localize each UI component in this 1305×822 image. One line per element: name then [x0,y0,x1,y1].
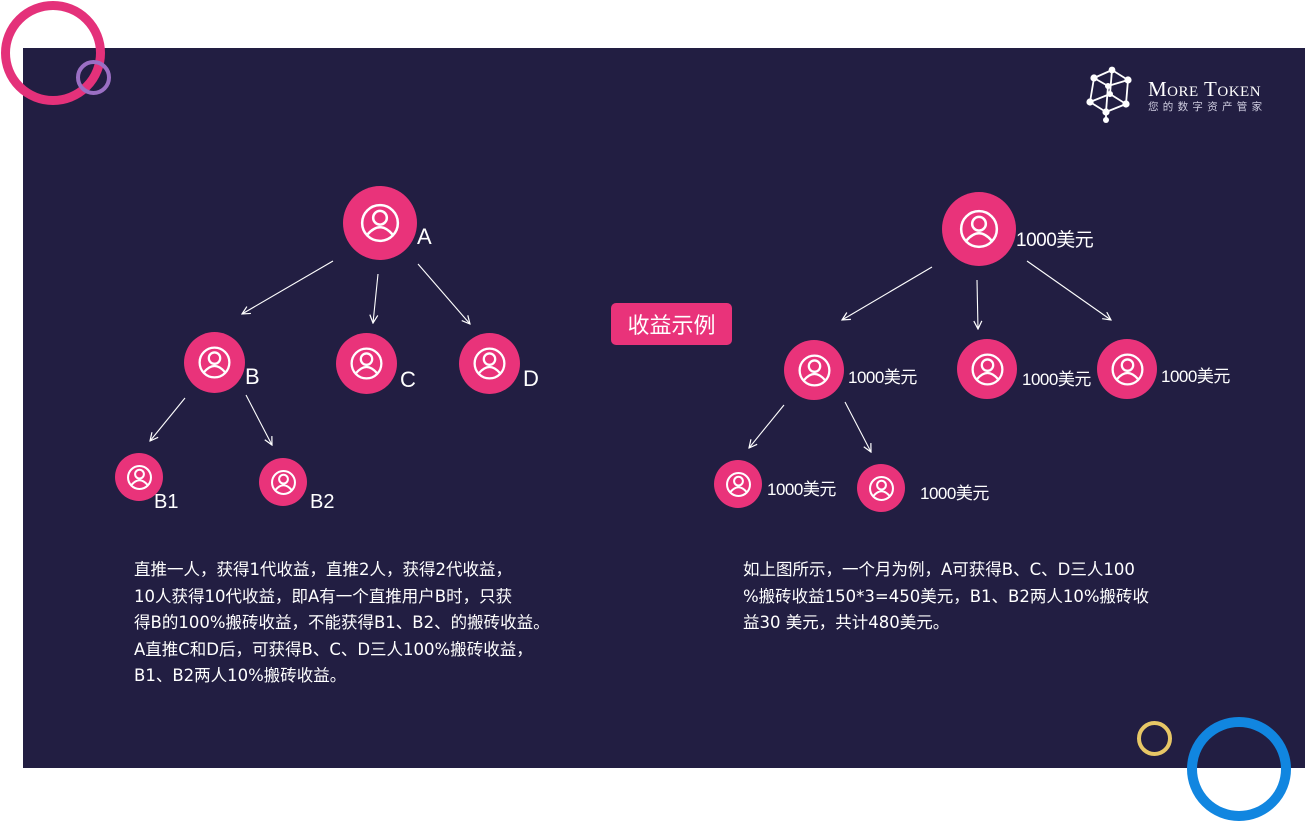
left-description-line: A直推C和D后，可获得B、C、D三人100%搬砖收益， [134,639,533,659]
user-circle-icon [868,475,894,501]
arrow-a-d [417,263,470,324]
right-description-line: %搬砖收益150*3=450美元，B1、B2两人10%搬砖收 [743,586,1150,606]
user-circle-icon [970,352,1004,386]
blue-ring-decoration [1187,717,1291,821]
node-root-right-amount: 1000美元 [1016,230,1094,251]
right-description: 如上图所示，一个月为例，A可获得B、C、D三人100 %搬砖收益150*3=45… [743,557,1149,637]
arrow-b-b1-right [749,404,785,448]
user-circle-icon [797,353,831,387]
node-c-right-amount: 1000美元 [1022,370,1091,389]
node-c-label: C [400,367,416,392]
user-circle-icon [126,464,152,490]
user-circle-icon [350,347,383,380]
node-b2 [259,458,307,506]
node-b-right-amount: 1000美元 [848,368,917,387]
node-b2-label: B2 [310,491,335,513]
user-circle-icon [959,209,999,249]
user-circle-icon [360,203,400,243]
node-b [184,332,245,393]
node-a [343,186,417,260]
node-b1 [115,453,163,501]
arrow-root-c [977,279,978,329]
arrow-a-c [373,273,379,323]
left-description-line: 得B的100%搬砖收益，不能获得B1、B2、的搬砖收益。 [134,613,550,632]
user-circle-icon [270,469,296,495]
user-circle-icon [198,346,231,379]
slide-panel [23,48,1305,768]
node-b1-right [714,460,762,508]
purple-ring-decoration [76,60,111,95]
node-b-right [784,340,844,400]
left-description: 直推一人，获得1代收益，直推2人，获得2代收益， 10人获得10代收益，即A有一… [134,557,550,690]
right-description-line: 益30 美元，共计480美元。 [743,613,950,632]
node-d-right [1097,339,1157,399]
node-b-label: B [245,364,260,389]
arrow-a-b [242,260,334,314]
user-circle-icon [1110,352,1144,386]
node-c-right [957,339,1017,399]
income-example-tag: 收益示例 [611,303,732,345]
arrow-b-b2-right [844,401,871,452]
node-a-label: A [417,224,432,249]
user-circle-icon [725,471,751,497]
node-d [459,333,520,394]
left-description-line: 直推一人，获得1代收益，直推2人，获得2代收益， [134,560,512,579]
arrow-root-d [1026,260,1111,320]
node-d-right-amount: 1000美元 [1161,367,1230,386]
node-b2-right-amount: 1000美元 [920,484,989,503]
node-b1-label: B1 [154,491,179,513]
node-c [336,333,397,394]
arrow-b-b1 [150,397,186,441]
node-d-label: D [523,366,539,391]
arrow-root-b [842,266,933,320]
left-description-line: 10人获得10代收益，即A有一个直推用户B时，只获 [134,586,513,606]
arrow-b-b2 [245,394,272,445]
pink-ring-decoration [1,1,105,105]
left-description-line: B1、B2两人10%搬砖收益。 [134,666,347,685]
cube-network-icon [1086,66,1132,123]
user-circle-icon [473,347,506,380]
right-description-line: 如上图所示，一个月为例，A可获得B、C、D三人100 [743,560,1135,579]
node-b2-right [857,464,905,512]
yellow-ring-decoration [1137,721,1172,756]
logo-subtitle: 您的数字资产管家 [1148,101,1267,113]
node-b1-right-amount: 1000美元 [767,480,836,499]
node-root-right [942,192,1016,266]
logo-title: More Token [1148,77,1262,101]
